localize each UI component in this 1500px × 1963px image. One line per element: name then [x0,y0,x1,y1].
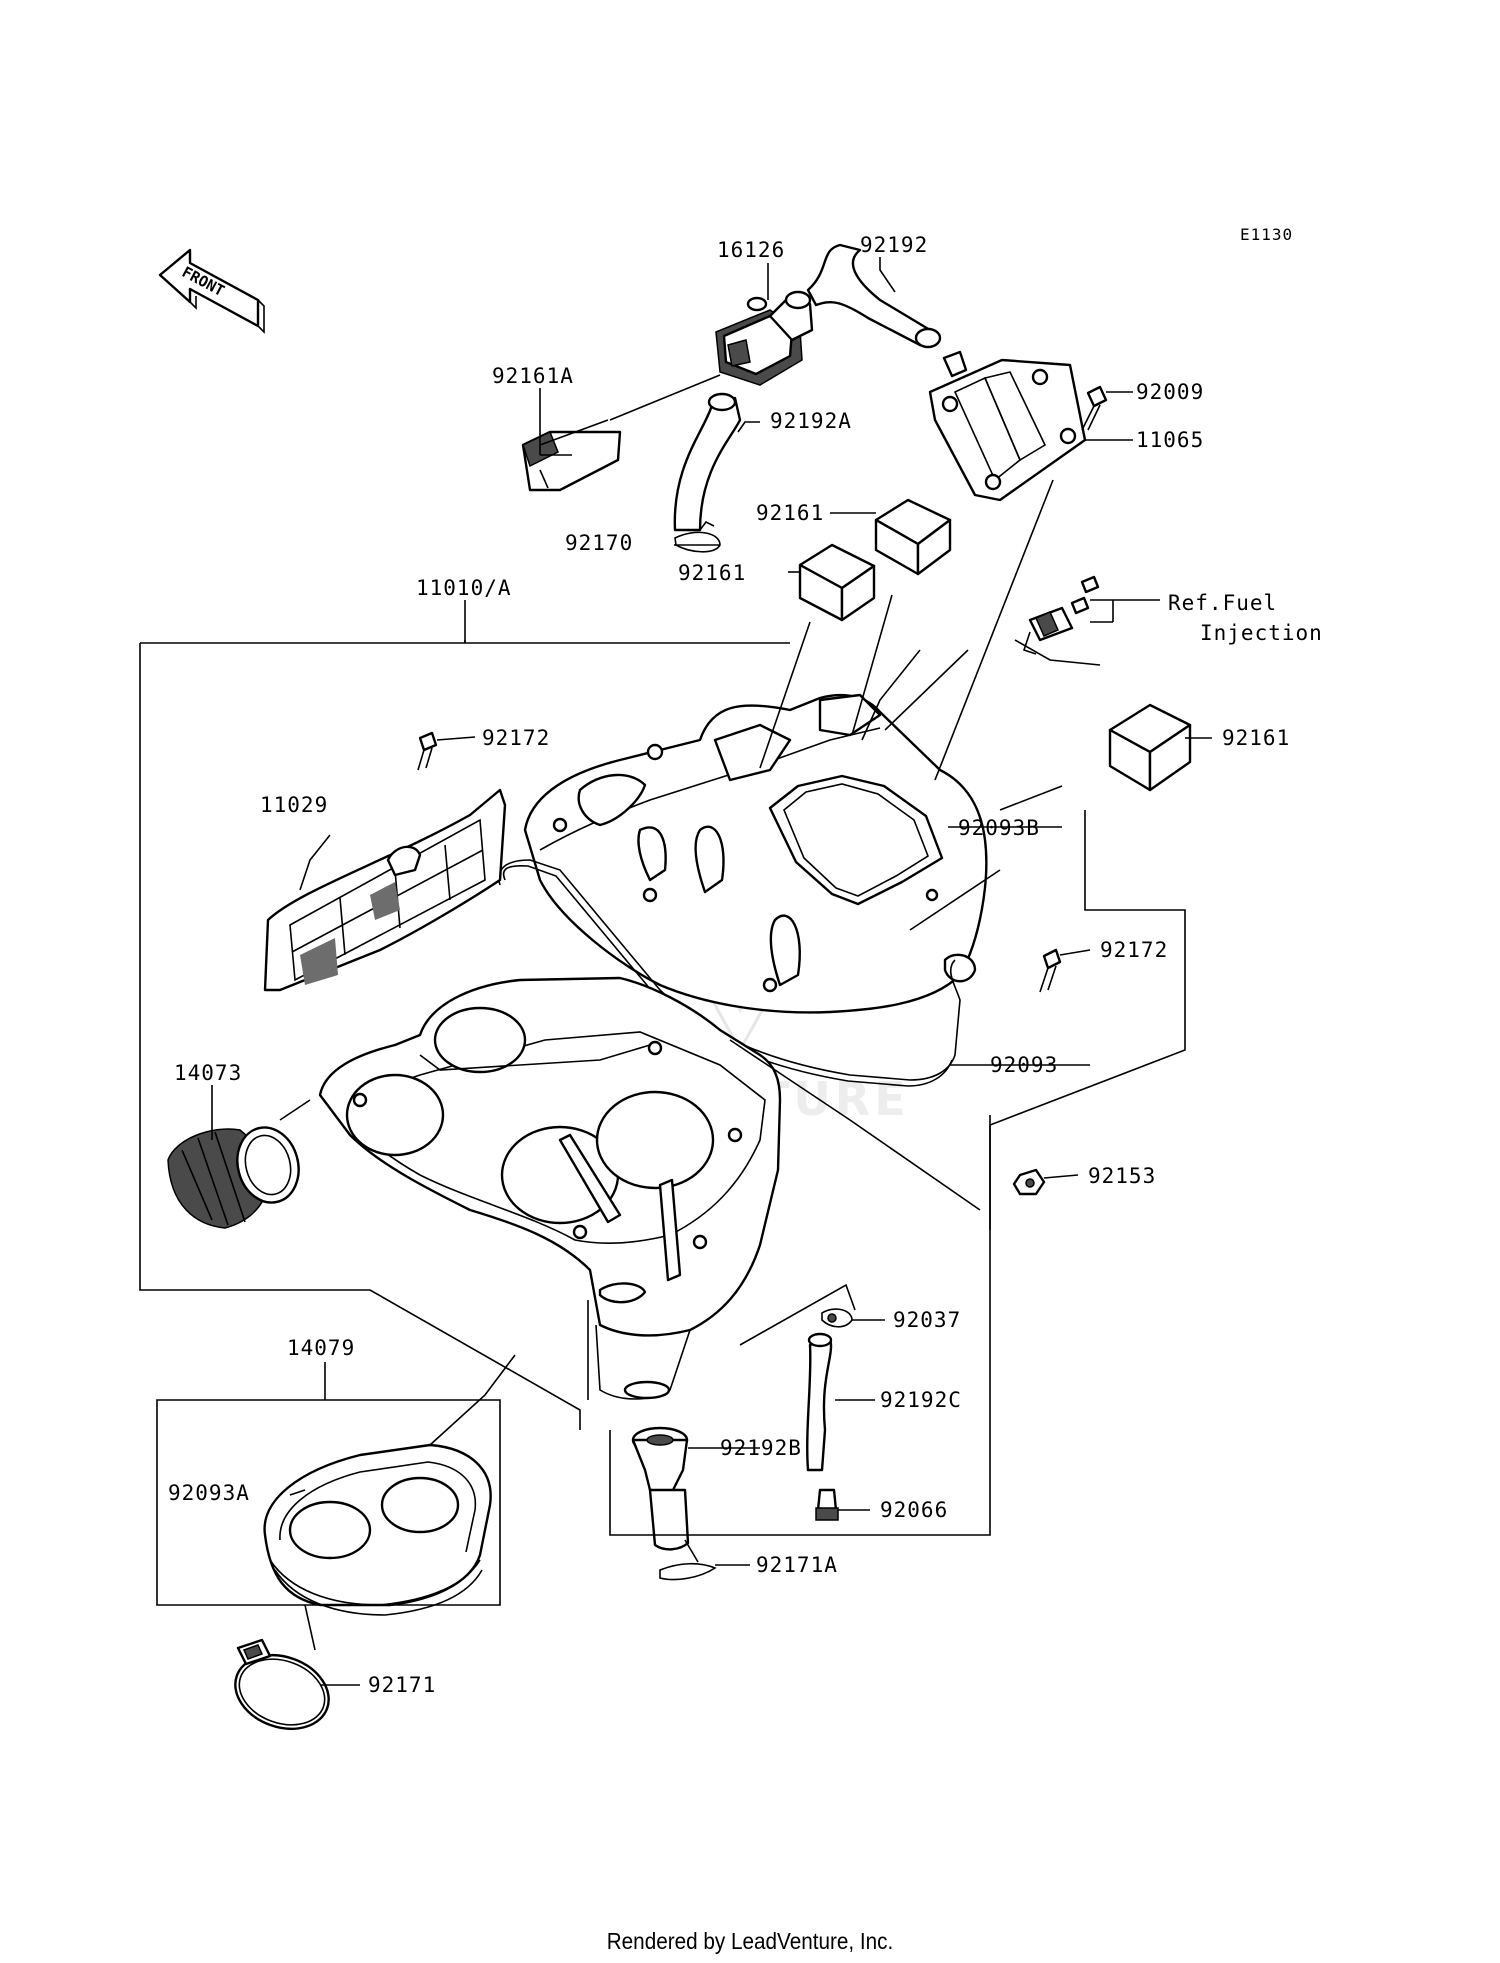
label-92037: 92037 [893,1308,961,1332]
hose-92192 [806,243,942,349]
label-92171: 92171 [368,1673,436,1697]
bolt-92172-right [1039,948,1062,993]
label-ref-fuel: Ref.Fuel [1168,591,1277,615]
leader-lines [211,257,1212,1686]
label-92192: 92192 [860,233,928,257]
bolt-92009 [1081,385,1108,431]
label-92161-right: 92161 [1222,726,1290,750]
label-92093A: 92093A [168,1481,250,1505]
nut-92153 [1012,1168,1046,1196]
plug-92192B [631,1426,690,1551]
footer-credit: Rendered by LeadVenture, Inc. [606,1928,894,1954]
pad-92161-right [1108,703,1192,792]
label-92192A: 92192A [770,409,852,433]
cover-11065 [928,350,1087,502]
label-92172-right: 92172 [1100,938,1168,962]
label-injection: Injection [1200,621,1323,645]
pad-92161-upper [874,498,952,576]
pad-92161A [521,430,622,492]
clamp-92171 [234,1638,330,1730]
label-92153: 92153 [1088,1164,1156,1188]
label-92172-left: 92172 [482,726,550,750]
adapter-14079 [263,1443,492,1616]
valve-16126 [715,290,814,386]
clamp-92171A [659,1562,717,1581]
label-92161A: 92161A [492,364,574,388]
label-92192C: 92192C [880,1388,962,1412]
cap-92066 [815,1488,839,1521]
bracket-14079 [156,1362,501,1606]
label-14079: 14079 [287,1336,355,1360]
label-92161-mid: 92161 [678,561,746,585]
label-92093B: 92093B [958,816,1040,840]
bracket-right [989,810,1186,1230]
label-11029: 11029 [260,793,328,817]
label-92009: 92009 [1136,380,1204,404]
label-92170: 92170 [565,531,633,555]
bolt-92172-left [417,731,438,771]
label-11010A: 11010/A [416,576,512,600]
label-92171A: 92171A [756,1553,838,1577]
hose-92192C [806,1332,833,1472]
label-92161-upper: 92161 [756,501,824,525]
gasket-92093B [768,774,944,906]
duct-14073 [167,1126,300,1229]
label-92093: 92093 [990,1053,1058,1077]
label-16126: 16126 [717,238,785,262]
diagram-code: E1130 [1240,225,1293,244]
front-arrow-icon: FRONT [158,248,265,334]
label-92192B: 92192B [720,1436,802,1460]
hose-92192A [673,392,742,532]
label-11065: 11065 [1136,428,1204,452]
pad-92161-mid [798,543,876,622]
sensor-fuel-injection [1022,575,1100,655]
part-labels: 16126 92192 92161A 92192A 92009 11065 92… [168,233,1323,1697]
label-92066: 92066 [880,1498,948,1522]
clamp-92037 [821,1308,853,1328]
label-14073: 14073 [174,1061,242,1085]
lower-housing [318,976,782,1400]
bracket-ref [1090,599,1160,623]
filter-element-11029 [263,788,507,992]
